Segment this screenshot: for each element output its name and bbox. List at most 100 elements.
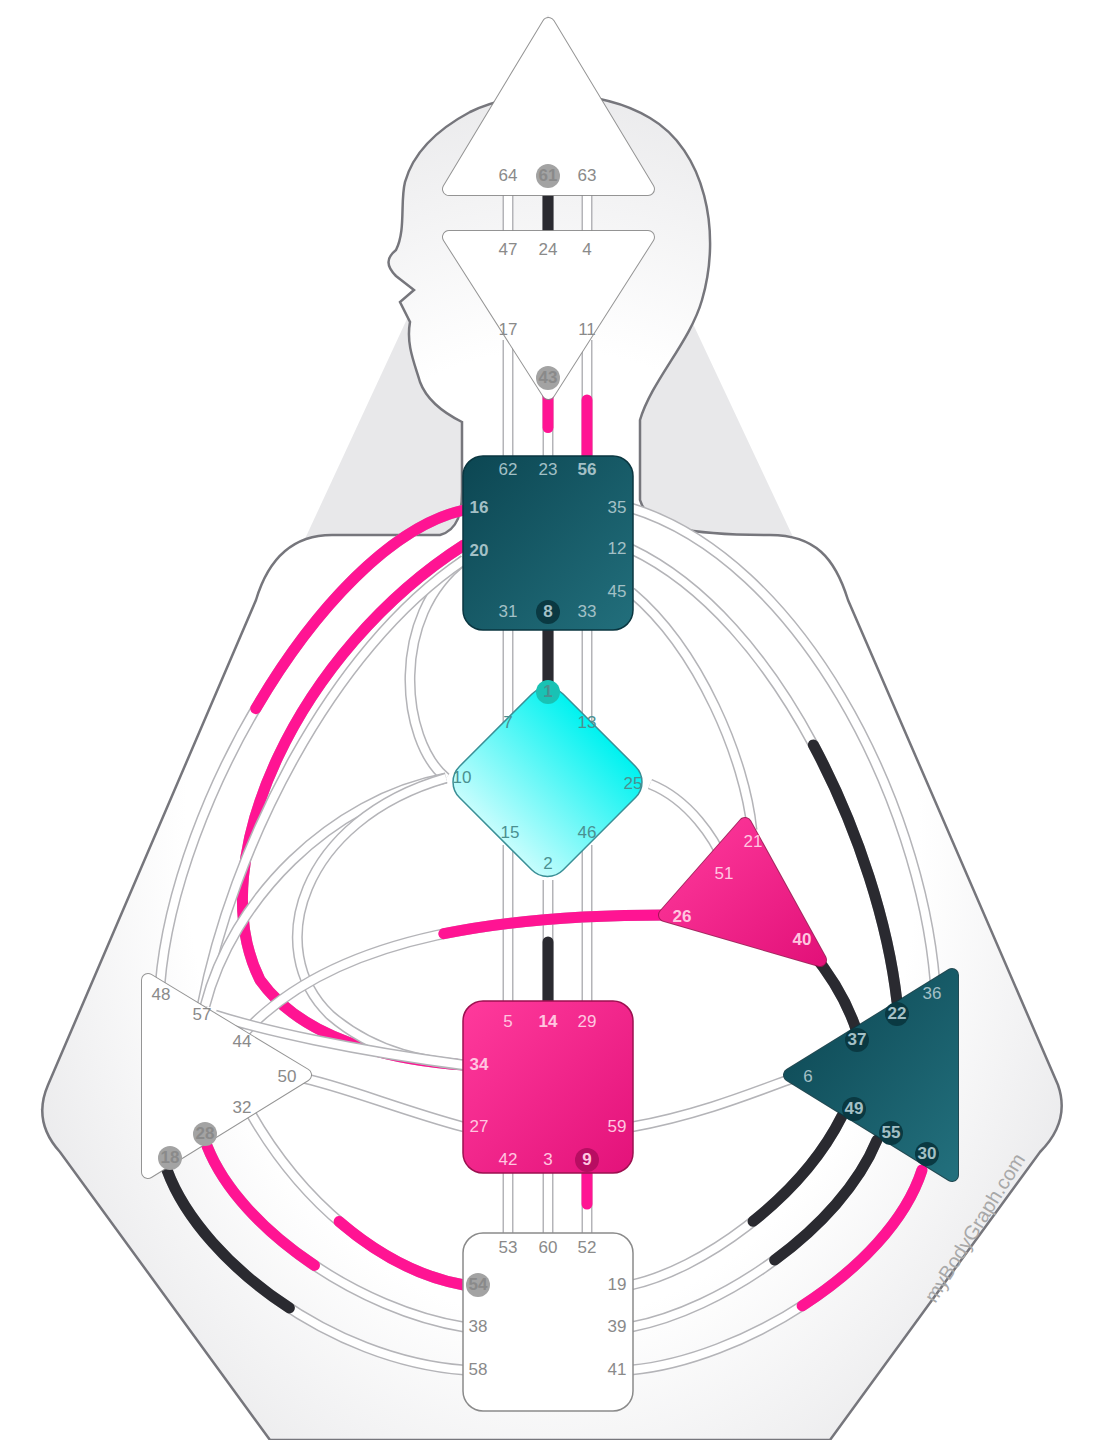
channel-core <box>583 340 591 460</box>
channel-tube <box>582 845 593 1004</box>
gate-number: 7 <box>496 711 520 735</box>
center-shape <box>463 456 633 630</box>
gate-number: 19 <box>605 1273 629 1297</box>
gate-number: 28 <box>193 1122 217 1146</box>
gate-number: 46 <box>575 821 599 845</box>
channel <box>548 395 549 460</box>
channel <box>548 628 549 686</box>
channel-tube <box>503 340 514 460</box>
gate-number: 27 <box>467 1115 491 1139</box>
gate-number: 36 <box>920 982 944 1006</box>
center-up: 646163 <box>445 20 652 192</box>
gate-number: 52 <box>575 1236 599 1260</box>
gate-number: 17 <box>496 318 520 342</box>
channel-core <box>544 395 552 460</box>
channel-tube <box>543 880 554 1004</box>
center-rect: 514293427594239 <box>462 1000 634 1174</box>
gate-number: 11 <box>575 318 599 342</box>
channel-activation <box>543 628 554 686</box>
channel <box>250 1112 464 1285</box>
channel-activation <box>631 1116 842 1285</box>
channel-core <box>250 1112 464 1285</box>
center-shape <box>790 975 952 1175</box>
channel-tube <box>543 395 554 460</box>
center-rect: 536052541938395841 <box>462 1232 634 1412</box>
channel <box>508 1172 509 1236</box>
center-shape <box>463 1001 633 1173</box>
gate-number: 45 <box>605 580 629 604</box>
center-shape <box>665 824 820 960</box>
gate-number: 53 <box>496 1236 520 1260</box>
center-shape <box>444 678 651 885</box>
gate-number: 4 <box>575 238 599 262</box>
channel-tube <box>582 1172 593 1236</box>
channel-activation <box>543 880 554 1004</box>
gate-number: 20 <box>467 539 491 563</box>
channel <box>548 1172 549 1236</box>
channel-activation <box>167 1170 464 1370</box>
gate-number: 29 <box>575 1010 599 1034</box>
channel-tube <box>207 1146 464 1327</box>
channel <box>207 1146 464 1327</box>
gate-number: 13 <box>575 711 599 735</box>
channel-tube <box>631 1116 842 1285</box>
gate-number: 6 <box>796 1065 820 1089</box>
center-left: 48574450322818 <box>140 975 310 1180</box>
gate-number: 54 <box>466 1273 490 1297</box>
gate-number: 59 <box>605 1115 629 1139</box>
gate-number: 21 <box>741 830 765 854</box>
channel-core <box>298 1077 464 1127</box>
gate-number: 23 <box>536 458 560 482</box>
gate-number: 18 <box>158 1146 182 1170</box>
gate-number: 12 <box>605 537 629 561</box>
gate-number: 62 <box>496 458 520 482</box>
channel <box>631 1077 796 1127</box>
gate-number: 55 <box>879 1121 903 1145</box>
channel <box>297 778 464 1065</box>
gate-number: 44 <box>230 1030 254 1054</box>
channel-core <box>631 1170 922 1370</box>
gate-number: 50 <box>275 1065 299 1089</box>
center-border <box>665 824 820 960</box>
channel-activation <box>631 1140 877 1327</box>
channel-core <box>583 845 591 1004</box>
gate-number: 56 <box>575 458 599 482</box>
gate-number: 3 <box>536 1148 560 1172</box>
gate-number: 40 <box>790 928 814 952</box>
channel-tube <box>543 628 554 686</box>
channel-tube <box>298 1077 464 1127</box>
center-heart: 21512640 <box>660 820 825 965</box>
gate-number: 41 <box>605 1358 629 1382</box>
gate-number: 48 <box>149 983 173 1007</box>
channel <box>167 1170 464 1370</box>
center-down: 47244171143 <box>445 234 652 397</box>
channel <box>508 340 509 460</box>
channel <box>631 1140 877 1327</box>
channel <box>587 340 588 460</box>
gate-number: 22 <box>885 1002 909 1026</box>
channel-activation <box>631 549 897 1002</box>
channel-core <box>631 549 897 1002</box>
gate-number: 38 <box>466 1315 490 1339</box>
center-shape <box>449 24 648 189</box>
gate-number: 63 <box>575 164 599 188</box>
channel-core <box>504 1172 512 1236</box>
gate-number: 42 <box>496 1148 520 1172</box>
channel-core <box>544 628 552 686</box>
channel-tube <box>631 1140 877 1327</box>
channel-core <box>631 1077 796 1127</box>
channel-core <box>207 1146 464 1327</box>
gate-number: 9 <box>575 1148 599 1172</box>
gate-number: 1 <box>536 680 560 704</box>
gate-number: 31 <box>496 600 520 624</box>
gate-number: 14 <box>536 1010 560 1034</box>
gate-number: 25 <box>621 772 645 796</box>
gate-number: 24 <box>536 238 560 262</box>
center-border <box>449 24 648 189</box>
body-outline <box>42 95 1062 1440</box>
channel-activation <box>582 1172 593 1236</box>
channel-core <box>631 1140 877 1327</box>
channel <box>298 1077 464 1127</box>
